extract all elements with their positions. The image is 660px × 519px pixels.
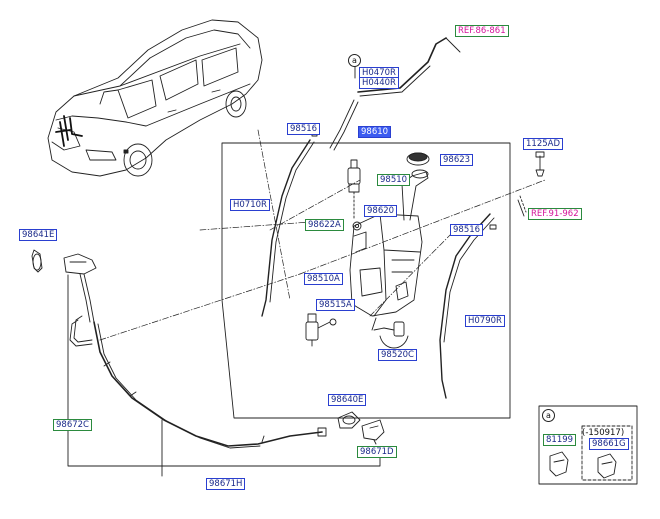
callout-h0440r[interactable]: H0440R — [359, 77, 399, 89]
callout-98640e[interactable]: 98640E — [328, 394, 367, 406]
callout-h0710r[interactable]: H0710R — [230, 199, 270, 211]
callout-98610[interactable]: 98610 — [358, 126, 392, 138]
level-sensor — [347, 159, 361, 221]
callout-98620[interactable]: 98620 — [364, 205, 398, 217]
callout-1125ad[interactable]: 1125AD — [523, 138, 563, 150]
vehicle-illustration — [47, 19, 263, 177]
callout-98623[interactable]: 98623 — [440, 154, 474, 166]
callout-98510[interactable]: 98510 — [377, 174, 411, 186]
callout-98516-right[interactable]: 98516 — [450, 224, 484, 236]
callout-98641e[interactable]: 98641E — [19, 229, 58, 241]
ref-91-962-link[interactable]: REF.91-962 — [528, 208, 582, 220]
callout-98510a[interactable]: 98510A — [304, 273, 343, 285]
inset-date-note: (-150917) — [582, 428, 625, 438]
reservoir-tank — [349, 169, 429, 317]
callout-81199[interactable]: 81199 — [543, 434, 577, 446]
callout-98520c[interactable]: 98520C — [378, 349, 417, 361]
callout-h0790r[interactable]: H0790R — [465, 315, 505, 327]
callout-98516-top[interactable]: 98516 — [287, 123, 321, 135]
washer-pump — [305, 313, 337, 347]
callout-98671d[interactable]: 98671D — [357, 446, 397, 458]
washer-motor — [371, 317, 409, 349]
vehicle-highlight — [55, 115, 83, 147]
marker-a: a — [348, 54, 361, 67]
nozzle-assembly — [31, 249, 327, 449]
callout-98672c[interactable]: 98672C — [53, 419, 92, 431]
callout-98671h[interactable]: 98671H — [206, 478, 246, 490]
leader-lines — [99, 129, 546, 341]
ref-86-861-link[interactable]: REF.86-861 — [455, 25, 509, 37]
inset-frame — [538, 405, 638, 485]
callout-98515a[interactable]: 98515A — [316, 299, 355, 311]
marker-a-inset: a — [542, 409, 555, 422]
callout-98661g[interactable]: 98661G — [589, 438, 629, 450]
assembly-frame — [221, 142, 511, 419]
callout-98622a[interactable]: 98622A — [305, 219, 344, 231]
